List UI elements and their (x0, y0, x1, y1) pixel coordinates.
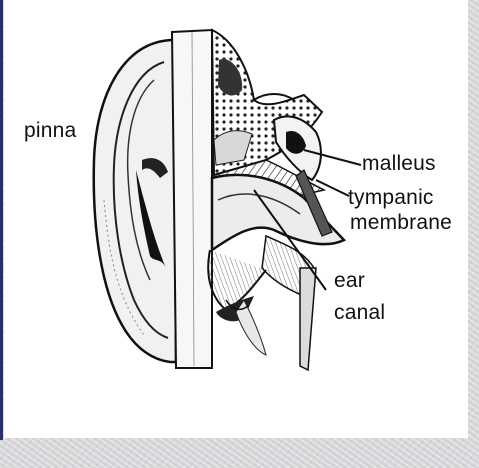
ear-anatomy-illustration (92, 28, 362, 372)
malleus-leader (303, 149, 362, 166)
label-malleus: malleus (362, 152, 436, 175)
label-ear: ear (334, 269, 365, 292)
middle-ear-drawing (253, 93, 333, 237)
skull-wall (170, 28, 213, 369)
diagram-panel: pinna malleus tympanic membrane ear cana… (4, 0, 468, 438)
label-leader-lines (253, 149, 362, 291)
label-membrane: membrane (350, 211, 452, 234)
label-tympanic: tympanic (348, 186, 434, 209)
label-pinna: pinna (24, 119, 77, 142)
label-canal: canal (334, 301, 386, 324)
lower-tissue (225, 234, 317, 372)
slide-edge-stripe (0, 0, 3, 440)
tympanic-membrane-leader (315, 179, 350, 197)
ear-canal-leader (253, 189, 327, 291)
pinna-drawing (92, 38, 178, 364)
